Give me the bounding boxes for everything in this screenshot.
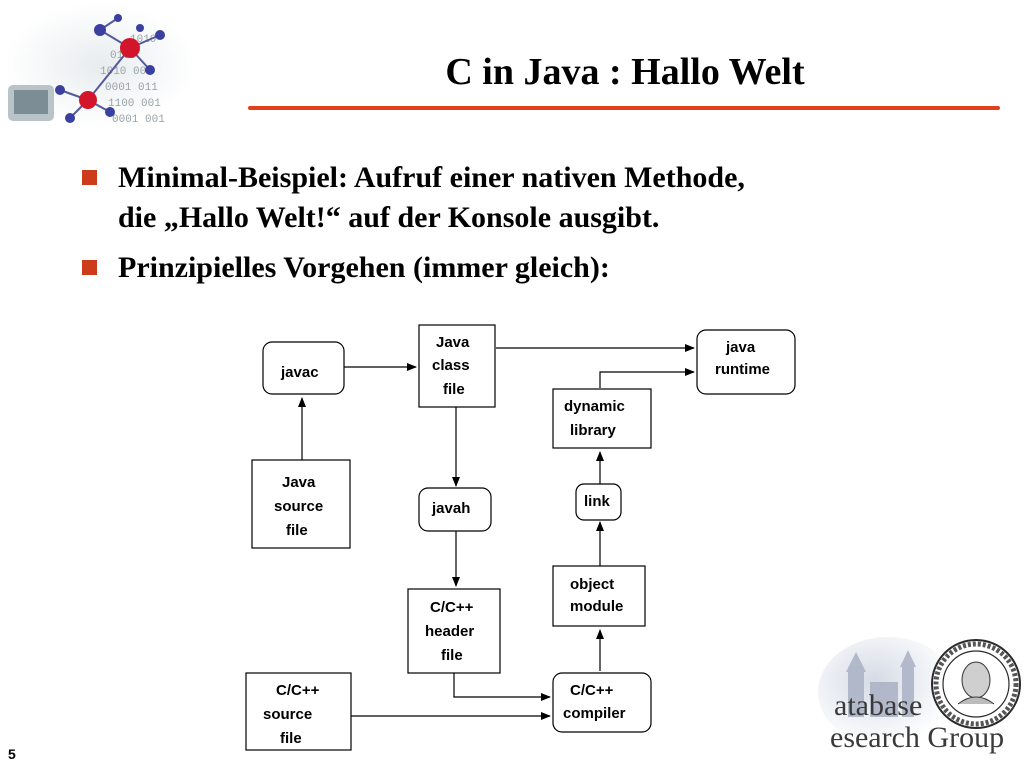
node-java-class-file-box — [418, 324, 496, 408]
node-cpp-compiler-label: C/C++ compiler — [563, 682, 626, 722]
bullet-text-line: Minimal-Beispiel: Aufruf einer nativen M… — [118, 161, 745, 194]
bullet-square-icon — [82, 260, 97, 275]
university-seal-icon — [818, 637, 1021, 747]
node-cpp-source-file-box — [245, 672, 352, 751]
slide-title: C in Java : Hallo Welt — [445, 51, 805, 93]
svg-text:0001 001: 0001 001 — [112, 114, 165, 126]
title-divider — [248, 106, 1000, 110]
node-java-class-file-label: Java class file — [432, 334, 474, 398]
node-cpp-header-file-box — [407, 588, 501, 674]
bullet-item: Prinzipielles Vorgehen (immer gleich): — [82, 248, 932, 288]
edge-library-to-runtime — [599, 368, 695, 388]
brand-text-line-2: esearch Group — [830, 721, 1005, 754]
bullet-square-icon — [82, 170, 97, 185]
node-javah-box — [418, 487, 492, 532]
node-cpp-header-file-label: C/C++ header file — [425, 599, 478, 664]
node-javac-label: javac — [280, 364, 319, 381]
node-java-source-file-label: Java source file — [274, 474, 327, 539]
node-cpp-source-file-label: C/C++ source file — [263, 682, 324, 747]
node-dynamic-library-box — [552, 388, 652, 449]
node-java-runtime-label: java runtime — [715, 339, 770, 378]
bullet-text-line: die „Hallo Welt!“ auf der Konsole ausgib… — [118, 201, 660, 234]
node-javac-box — [262, 341, 345, 395]
page-number: 5 — [8, 746, 16, 762]
bullet-text-line: Prinzipielles Vorgehen (immer gleich): — [118, 251, 610, 284]
bullet-list: Minimal-Beispiel: Aufruf einer nativen M… — [82, 158, 932, 298]
edge-header-to-compiler — [453, 673, 551, 701]
node-java-runtime-box — [696, 329, 796, 395]
node-dynamic-library-label: dynamic library — [564, 398, 629, 439]
svg-text:1100 001: 1100 001 — [108, 98, 161, 110]
node-javah-label: javah — [431, 500, 470, 517]
node-object-module-box — [552, 565, 646, 627]
svg-text:0001 011: 0001 011 — [105, 82, 158, 94]
node-object-module-label: object module — [570, 576, 623, 615]
diagram-edges — [298, 344, 695, 720]
node-link-box — [575, 483, 622, 521]
node-java-source-file-box — [251, 459, 351, 549]
brand-text-line-1: atabase — [834, 689, 923, 722]
bullet-item: Minimal-Beispiel: Aufruf einer nativen M… — [82, 158, 932, 238]
node-cpp-compiler-box — [552, 672, 652, 733]
node-link-label: link — [584, 493, 610, 510]
